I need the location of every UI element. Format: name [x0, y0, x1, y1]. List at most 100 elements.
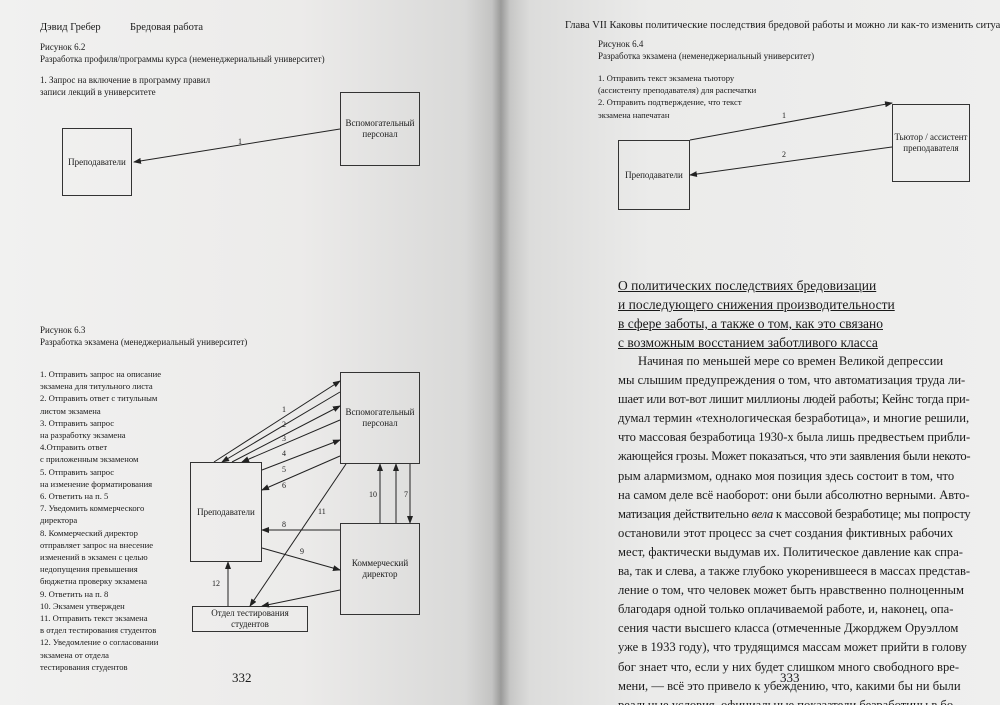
fig63-director-label: Коммерческий директор [351, 558, 409, 579]
fig63-testing-label: Отдел тестирования студентов [211, 608, 289, 629]
fig63-staff-label: Вспомогательный персонал [345, 407, 415, 428]
body-text: Начиная по меньшей мере со времен Велико… [618, 352, 971, 705]
body-text-line: на самом деле всё наоборот: они были абс… [618, 487, 970, 502]
running-head-title: Бредовая работа [130, 22, 204, 33]
fig63-step-line: изменений в экзамен с целью [40, 552, 148, 563]
fig63-step-line: 6. Ответить на п. 5 [40, 491, 109, 502]
left-page: Дэвид Гребер Бредовая работа Рисунок 6.2… [0, 0, 500, 705]
fig63-step-line: 7. Уведомить коммерческого [40, 503, 145, 514]
fig64-teacher-label: Преподаватели [625, 169, 683, 180]
fig63-arrow-label-9: 9 [300, 547, 304, 556]
fig63-arrow-label-1: 1 [282, 405, 286, 414]
body-text-line: матизация действительно вела к массовой … [618, 506, 971, 521]
fig63-step-line: недопущения превышения [40, 564, 138, 575]
fig63-step-line: с приложенным экзаменом [40, 454, 139, 465]
section-heading-line: О политических последствиях бредовизации [618, 278, 877, 293]
fig63-step-line: на изменение форматирования [40, 478, 153, 489]
fig62-staff-label: Вспомогательный персонал [345, 118, 415, 139]
fig62-teacher-label: Преподаватели [68, 156, 126, 167]
right-page-number: 333 [780, 670, 800, 685]
body-text-line: остановили этот процесс за счет создания… [618, 525, 954, 540]
fig63-step-line: отправляет запрос на внесение [40, 539, 154, 550]
body-text-line: думал термин «технологическая безработиц… [618, 411, 970, 426]
fig64-step-line: (ассистенту преподавателя) для распечатк… [598, 85, 757, 96]
fig64-step-line: экзамена напечатан [598, 109, 670, 120]
fig63-step-line: тестирования студентов [40, 661, 128, 672]
fig63-arrow-label-6: 6 [282, 481, 286, 490]
fig63-step-line: 4.Отправить ответ [40, 442, 108, 453]
figure-6-4-number: Рисунок 6.4 [598, 39, 644, 49]
body-text-line: сения части высшего класса (отмеченные Д… [618, 621, 959, 636]
left-page-number: 332 [232, 670, 252, 685]
fig63-step-line: директора [40, 515, 78, 526]
fig63-arrow-label-4: 4 [282, 449, 286, 458]
body-text-line: ва, так и слева, а также глубоко укорени… [618, 564, 971, 579]
figure-6-2-number: Рисунок 6.2 [40, 42, 86, 52]
fig64-tutor-box: Тьютор / ассистент преподавателя [892, 104, 970, 182]
fig63-arrow-label-3: 3 [282, 434, 286, 443]
fig64-arrow-label-2: 2 [782, 150, 786, 159]
section-heading-line: и последующего снижения производительнос… [618, 297, 895, 312]
body-text-line: мы слышим предупреждения о том, что авто… [618, 373, 966, 388]
book-spine-shadow [492, 0, 510, 705]
body-text-line: жающейся грозы. Может показаться, что эт… [618, 449, 971, 464]
fig63-arrow-label-10: 10 [369, 490, 377, 499]
fig63-arrow-label-8: 8 [282, 520, 286, 529]
body-text-line: реальные условия, официальные показатели… [618, 697, 958, 705]
fig63-arrow-label-11: 11 [318, 507, 326, 516]
fig63-step-line: 9. Ответить на п. 8 [40, 588, 109, 599]
body-text-line: шает или вот-вот лишит миллионы людей ра… [618, 392, 970, 407]
body-text-line: что массовая безработица 1930-х была лиш… [618, 430, 971, 445]
section-heading-line: в сфере заботы, а также о том, как это с… [618, 316, 883, 331]
body-text-line: рым алармизмом, однако моя позиция здесь… [618, 468, 955, 483]
fig63-step-line: 12. Уведомление о согласовании [40, 637, 159, 648]
fig63-step-line: 3. Отправить запрос [40, 417, 115, 428]
figure-6-3-title: Разработка экзамена (менеджериальный уни… [40, 337, 248, 347]
fig63-step-line: в отдел тестирования студентов [40, 625, 157, 636]
running-head-author: Дэвид Гребер [40, 22, 101, 33]
right-page: Глава VII Каковы политические последстви… [500, 0, 1000, 705]
figure-6-4-steps: 1. Отправить текст экзамена тьютору (асси… [598, 72, 798, 121]
fig63-step-line: листом экзамена [40, 405, 101, 416]
fig63-arrow-label-2: 2 [282, 420, 286, 429]
body-text-line: уже в 1933 году), что трудящимся массам … [618, 640, 967, 655]
fig64-arrows: 1 2 [689, 101, 893, 178]
figure-6-4-title: Разработка экзамена (неменеджериальный у… [598, 51, 815, 61]
fig62-arrows: 1 [133, 128, 341, 164]
fig62-staff-box: Вспомогательный персонал [340, 92, 420, 166]
fig63-step-line: бюджетна проверку экзамена [40, 576, 148, 587]
fig64-arrow-label-1: 1 [782, 111, 786, 120]
body-text-line: ление о том, что человек может быть нрав… [618, 583, 964, 598]
fig63-step-line: экзамена от отдела [40, 649, 109, 660]
fig63-arrow-label-7: 7 [404, 490, 408, 499]
figure-6-3-number: Рисунок 6.3 [40, 325, 86, 335]
fig63-step-line: 8. Коммерческий директор [40, 527, 138, 538]
fig63-teacher-label: Преподаватели [197, 506, 255, 517]
body-text-line: Начиная по меньшей мере со времен Велико… [638, 354, 944, 368]
body-text-line: мени, — всё это привело к убеждению, что… [618, 678, 961, 693]
fig62-arrow-1 [133, 128, 341, 164]
fig64-step-line: 1. Отправить текст экзамена тьютору [598, 73, 735, 83]
section-heading-line: с возможным восстанием заботливого класс… [618, 335, 878, 350]
fig62-arrow-label-1: 1 [238, 137, 242, 146]
body-text-line: бог знает что, если у них будет слишком … [618, 659, 960, 674]
fig63-step-line: 2. Отправить ответ с титульным [40, 393, 158, 404]
fig64-step-line: 2. Отправить подтверждение, что текст [598, 97, 742, 108]
fig63-step-line: на разработку экзамена [40, 430, 126, 441]
section-heading: О политических последствиях бредовизации… [618, 276, 895, 352]
body-text-line: мест, фактически выдумав их. Политическо… [618, 544, 963, 559]
figure-6-2-title: Разработка профиля/программы курса (неме… [40, 54, 325, 64]
fig63-step-line: 5. Отправить запрос [40, 466, 115, 477]
running-head-chapter: Глава VII Каковы политические последстви… [565, 20, 1000, 31]
figure-6-3-steps: 1. Отправить запрос на описание экзамена … [40, 368, 190, 673]
fig64-tutor-label: Тьютор / ассистент преподавателя [894, 132, 968, 153]
body-text-line: благодаря одной только оплачиваемой рабо… [618, 602, 954, 617]
fig63-arrow-label-5: 5 [282, 465, 286, 474]
fig62-teacher-box: Преподаватели [62, 128, 132, 196]
fig63-step-line: 1. Отправить запрос на описание [40, 369, 162, 379]
fig63-arrow-label-12: 12 [212, 579, 220, 588]
figure-6-2-step-line1: 1. Запрос на включение в программу прави… [40, 75, 211, 85]
fig63-step-line: экзамена для титульного листа [40, 381, 153, 392]
fig63-step-line: 11. Отправить текст экзамена [40, 613, 148, 624]
